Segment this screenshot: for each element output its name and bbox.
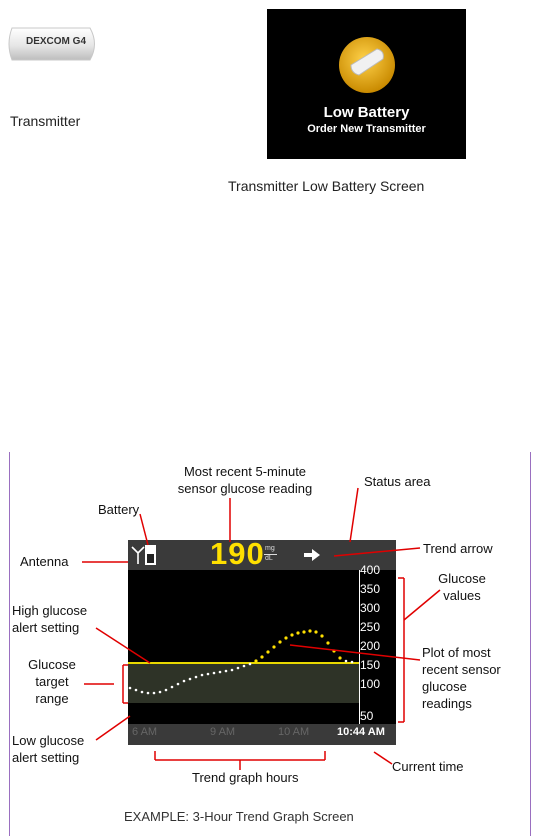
hour-label: 10 AM: [278, 726, 310, 738]
transmitter-brand: DEXCOM G4: [26, 36, 87, 47]
example-frame: [9, 452, 531, 836]
y-tick: 300: [360, 601, 381, 615]
y-tick: 150: [360, 658, 381, 672]
target-range-band: [128, 663, 359, 703]
unit-divider: [264, 554, 277, 555]
low-battery-subtitle: Order New Transmitter: [307, 123, 426, 135]
transmitter-caption: Transmitter: [10, 113, 81, 129]
label-antenna: Antenna: [20, 554, 69, 569]
leader-plot: [289, 644, 421, 661]
label-current-time: Current time: [392, 759, 464, 774]
leader-low-alert: [95, 715, 131, 741]
y-tick: 250: [360, 620, 381, 634]
y-tick: 200: [360, 639, 381, 653]
transmitter-shape: [8, 27, 95, 61]
glucose-trace: [128, 629, 354, 695]
y-axis-line: [359, 570, 360, 724]
y-tick: 400: [360, 563, 381, 577]
label-battery: Battery: [98, 502, 140, 517]
low-battery-title: Low Battery: [323, 104, 410, 121]
trend-graph-screen: 190 mg dL 400 350 300 250 200 150 100 50: [128, 536, 396, 745]
label-trend-hours: Trend graph hours: [192, 770, 299, 785]
hour-label: 9 AM: [210, 726, 236, 738]
high-alert-line: [128, 662, 359, 664]
antenna-icon: [131, 546, 145, 564]
current-time-value: 10:44 AM: [337, 726, 385, 738]
low-battery-screen: Low Battery Order New Transmitter: [267, 9, 466, 159]
leader-high-alert: [95, 627, 151, 664]
leader-current-time: [373, 751, 393, 765]
unit-dl: dL: [265, 555, 273, 562]
example-caption: EXAMPLE: 3-Hour Trend Graph Screen: [124, 809, 354, 824]
y-tick: 50: [360, 709, 374, 723]
leader-battery: [139, 513, 149, 546]
unit-mg: mg: [265, 545, 275, 552]
transmitter-image: DEXCOM G4: [4, 24, 100, 64]
glucose-reading: 190: [210, 536, 265, 571]
label-status-area: Status area: [364, 474, 431, 489]
hour-label: 6 AM: [132, 726, 158, 738]
trend-arrow-icon: [304, 549, 320, 561]
leader-trend-arrow: [333, 547, 421, 557]
y-tick: 350: [360, 582, 381, 596]
low-battery-caption: Transmitter Low Battery Screen: [228, 178, 425, 194]
label-trend-arrow: Trend arrow: [423, 541, 493, 556]
time-bar: [128, 724, 396, 745]
leader-status-area: [349, 487, 359, 543]
battery-icon: [145, 545, 156, 565]
low-battery-icon: [339, 37, 395, 93]
y-tick: 100: [360, 677, 381, 691]
